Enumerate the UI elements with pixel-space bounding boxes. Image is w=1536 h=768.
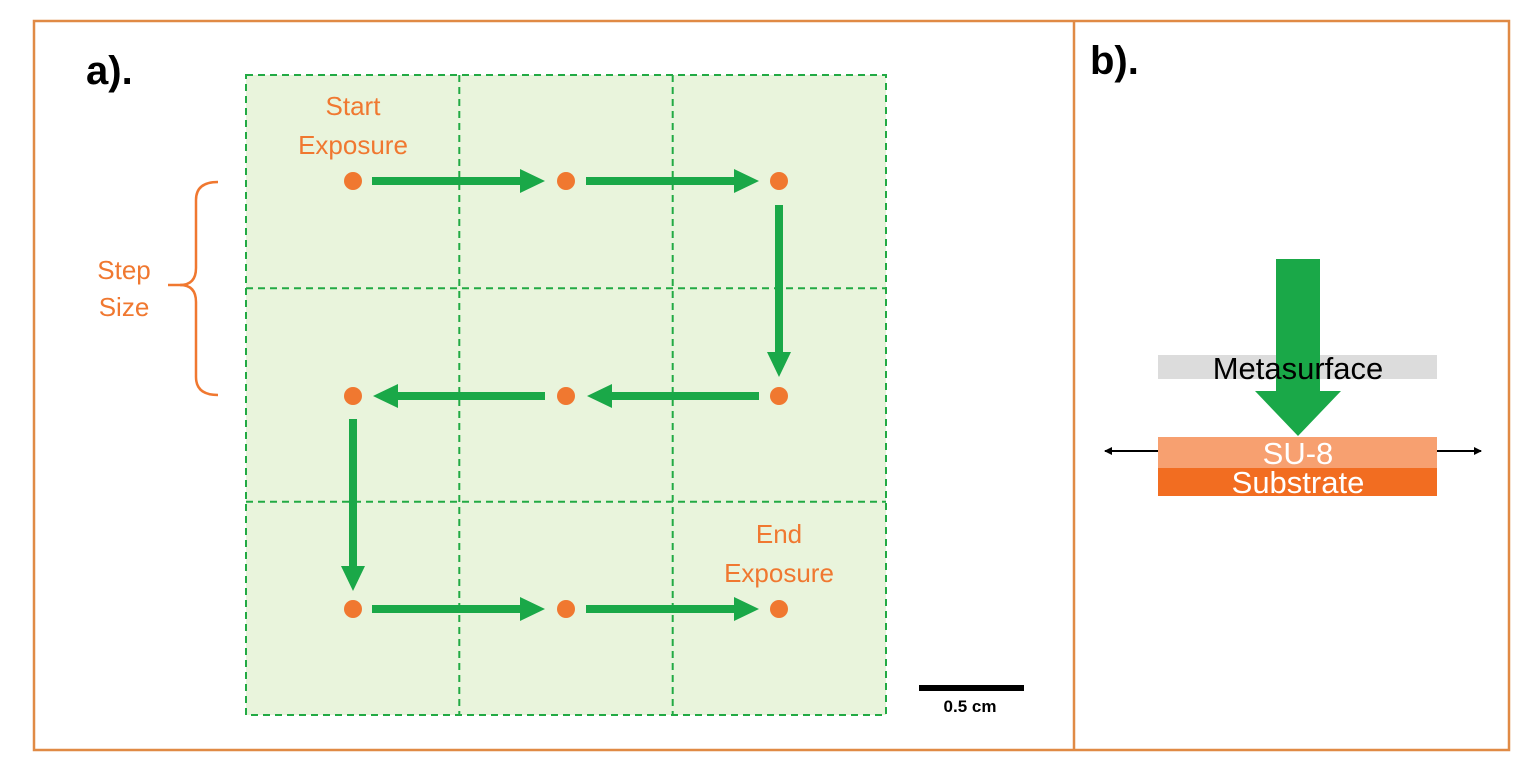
end-exposure-label-line2: Exposure [724,558,834,588]
grid-border [245,74,887,716]
exposure-point-r1c1 [344,172,362,190]
exposure-point-r1c3 [770,172,788,190]
step-size-bracket [179,180,219,397]
step-size-label-line1: Step [97,255,151,285]
path-arrow-r2-1 [587,384,759,408]
substrate-label: Substrate [1232,465,1365,500]
panel-a: a). Step Size Start Exposure End Exposur… [86,49,1024,716]
path-arrow-r1-2 [586,169,759,193]
metasurface-label: Metasurface [1213,351,1384,386]
path-arrow-r1-1 [372,169,545,193]
exposure-points [344,172,788,618]
step-size-label-line2: Size [99,292,150,322]
panel-b-label: b). [1090,39,1139,83]
scale-bar-label: 0.5 cm [944,697,997,716]
end-exposure-label-line1: End [756,519,802,549]
exposure-point-r3c2 [557,600,575,618]
path-arrow-r3-2 [586,597,759,621]
scale-bar [919,685,1024,691]
start-exposure-label-line2: Exposure [298,130,408,160]
path-arrow-down-left [341,419,365,591]
panel-a-label: a). [86,49,133,93]
su8-layer [1158,437,1437,468]
su8-label: SU-8 [1263,436,1334,471]
exposure-point-r2c1 [344,387,362,405]
incident-beam-arrow [1255,259,1341,436]
start-exposure-label-line1: Start [326,91,382,121]
panel-b: b). Metasurface SU-8 Substrate [1090,39,1482,500]
path-arrow-r3-1 [372,597,545,621]
exposure-point-r3c3 [770,600,788,618]
exposure-point-r1c2 [557,172,575,190]
path-arrow-down-right [767,205,791,377]
exposure-point-r2c3 [770,387,788,405]
substrate-layer [1158,468,1437,496]
scan-path-arrows [341,169,791,621]
exposure-point-r2c2 [557,387,575,405]
figure-frame [32,19,1511,752]
exposure-point-r3c1 [344,600,362,618]
path-arrow-r2-2 [373,384,545,408]
